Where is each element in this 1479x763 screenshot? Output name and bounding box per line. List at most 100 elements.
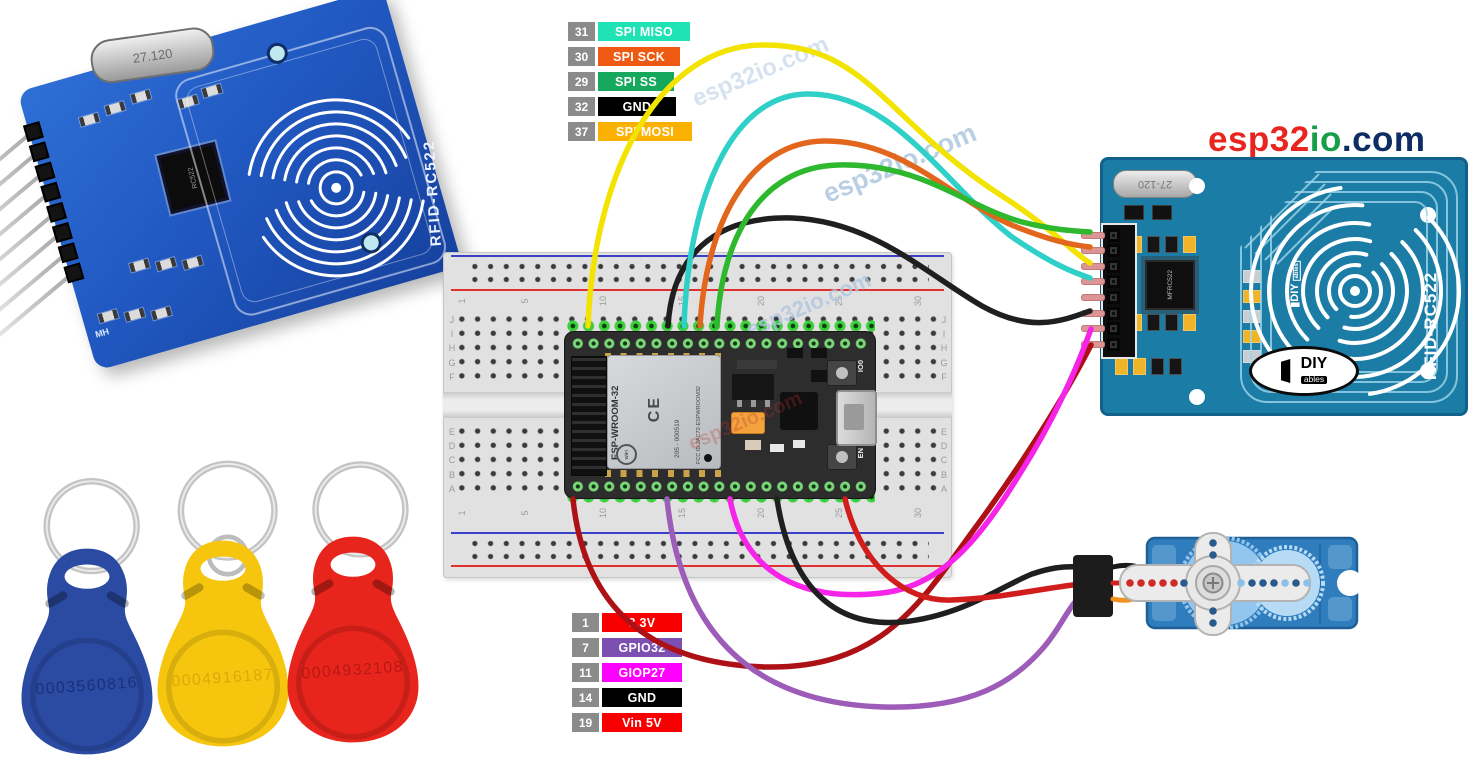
servo-connector xyxy=(1073,555,1113,617)
fob-body xyxy=(287,536,419,743)
smd-part xyxy=(811,348,827,358)
capacitor xyxy=(1115,358,1128,375)
pin-number: 14 xyxy=(572,688,599,707)
module-pin-stub xyxy=(1081,278,1105,286)
module-pin xyxy=(1107,337,1120,351)
breadboard-row-letter: D xyxy=(940,441,948,452)
breadboard-row-letter: G xyxy=(448,357,456,368)
smd-component xyxy=(97,309,119,324)
boot-button-label: IO0 xyxy=(856,360,865,373)
rfid-module-photo: 27.120 RC522 xyxy=(0,0,463,376)
pin-label: GND xyxy=(602,688,682,707)
pin-number: 30 xyxy=(568,47,595,66)
pin-label-row: 19 Vin 5V xyxy=(572,713,682,732)
pin-label-row: 30 SPI SCK xyxy=(568,47,680,66)
smd-part xyxy=(770,444,784,452)
pin-number: 11 xyxy=(572,663,599,682)
header-pin-base xyxy=(34,161,56,183)
wifi-logo: WiFi xyxy=(616,444,637,465)
pin-number: 7 xyxy=(572,638,599,657)
button-cap xyxy=(836,367,848,379)
micro-usb-port xyxy=(836,390,877,446)
button-cap xyxy=(836,451,848,463)
rail-line-blue xyxy=(451,532,944,534)
smd-part xyxy=(1169,358,1182,375)
module-pin xyxy=(1107,228,1120,242)
smd-part xyxy=(745,440,761,450)
breadboard-column-number: 10 xyxy=(598,508,609,519)
mounting-hole xyxy=(1189,178,1205,194)
breadboard-row-letter: F xyxy=(449,371,455,382)
fob-slot xyxy=(311,579,334,596)
breadboard-row-letter: B xyxy=(448,469,455,480)
smd-component xyxy=(78,112,100,127)
crystal-label: 27-120 xyxy=(1137,178,1173,190)
breadboard-column-number: 25 xyxy=(834,508,845,519)
pin-label-row: 11 GIOP27 xyxy=(572,663,682,682)
regulator-leg xyxy=(737,400,742,407)
module-pin-stub xyxy=(1081,325,1105,333)
breadboard-row-letter: E xyxy=(448,427,455,437)
enable-button-label: EN xyxy=(856,448,865,459)
esp-wroom-32-module: ESP-WROOM-32 WiFi CE 205 - 000519 FCC ID… xyxy=(607,355,721,469)
shield-dot xyxy=(704,454,712,462)
module-pin-stub xyxy=(1081,231,1105,239)
breadboard-row-letter: G xyxy=(940,357,948,368)
rail-line-red xyxy=(451,565,944,567)
breadboard-row-letter: A xyxy=(940,483,947,494)
fob-body xyxy=(157,540,289,747)
pcb-antenna xyxy=(571,356,607,476)
header-pin-base xyxy=(57,242,79,264)
fob-slot xyxy=(45,591,68,608)
pin-label-row: 1 3.3V xyxy=(572,613,682,632)
pin-number: 1 xyxy=(572,613,599,632)
pin-label: SPI MOSI xyxy=(598,122,692,141)
smd-part xyxy=(787,348,803,358)
module-pin-stub xyxy=(1081,293,1105,301)
pin-label-row: 14 GND xyxy=(572,688,682,707)
ce-mark: CE xyxy=(646,396,663,423)
pin-number: 19 xyxy=(572,713,599,732)
capacitor xyxy=(1183,314,1196,331)
diyables-logo: DIY ables xyxy=(1249,346,1359,396)
pin-label: SPI SS xyxy=(598,72,674,91)
breadboard-column-number: 15 xyxy=(677,296,688,307)
smd-part xyxy=(1147,236,1160,253)
fob-slot xyxy=(372,579,395,596)
esp32-devkit-board: ESP-WROOM-32 WiFi CE 205 - 000519 FCC ID… xyxy=(565,332,877,498)
breadboard-row-letter: F xyxy=(941,371,947,382)
module-silkscreen: RFID-RC522 xyxy=(1421,271,1440,380)
voltage-regulator xyxy=(732,374,774,400)
smd-part xyxy=(1147,314,1160,331)
pin-label: GPIO32 xyxy=(602,638,682,657)
esp32-pin-row-bottom xyxy=(570,479,870,494)
component-slab xyxy=(737,360,777,369)
module-pin xyxy=(1107,306,1120,320)
smd-part xyxy=(1153,206,1171,219)
keyfob-red: 0004932108 xyxy=(278,458,428,748)
header-pin-base xyxy=(22,121,44,143)
enable-button xyxy=(827,444,857,470)
header-pin-base xyxy=(28,141,50,163)
crystal-oscillator: 27-120 xyxy=(1113,170,1197,198)
breadboard-row-letter: C xyxy=(940,455,948,466)
breadboard-column-number: 30 xyxy=(912,508,923,519)
boot-button xyxy=(827,360,857,386)
pin-number: 37 xyxy=(568,122,595,141)
smd-component xyxy=(151,306,172,321)
pin-label: GND xyxy=(598,97,676,116)
keyfob-yellow: 0004916187 xyxy=(148,460,298,752)
fob-body xyxy=(21,548,153,755)
header-pin-base xyxy=(40,181,62,203)
header-pin-base xyxy=(51,222,73,244)
watermark: esp32io.com xyxy=(688,30,833,113)
module-pin-stub xyxy=(1081,309,1105,317)
site-logo: esp32io.com xyxy=(1208,120,1426,160)
module-pin-stub xyxy=(1081,262,1105,270)
breadboard-row-letter: E xyxy=(940,427,947,437)
smd-part xyxy=(1151,358,1164,375)
pin-number: 31 xyxy=(568,22,595,41)
module-pin-stub xyxy=(1081,340,1105,348)
horn-holes xyxy=(1126,539,1311,627)
breadboard-column-number: 20 xyxy=(755,296,766,307)
